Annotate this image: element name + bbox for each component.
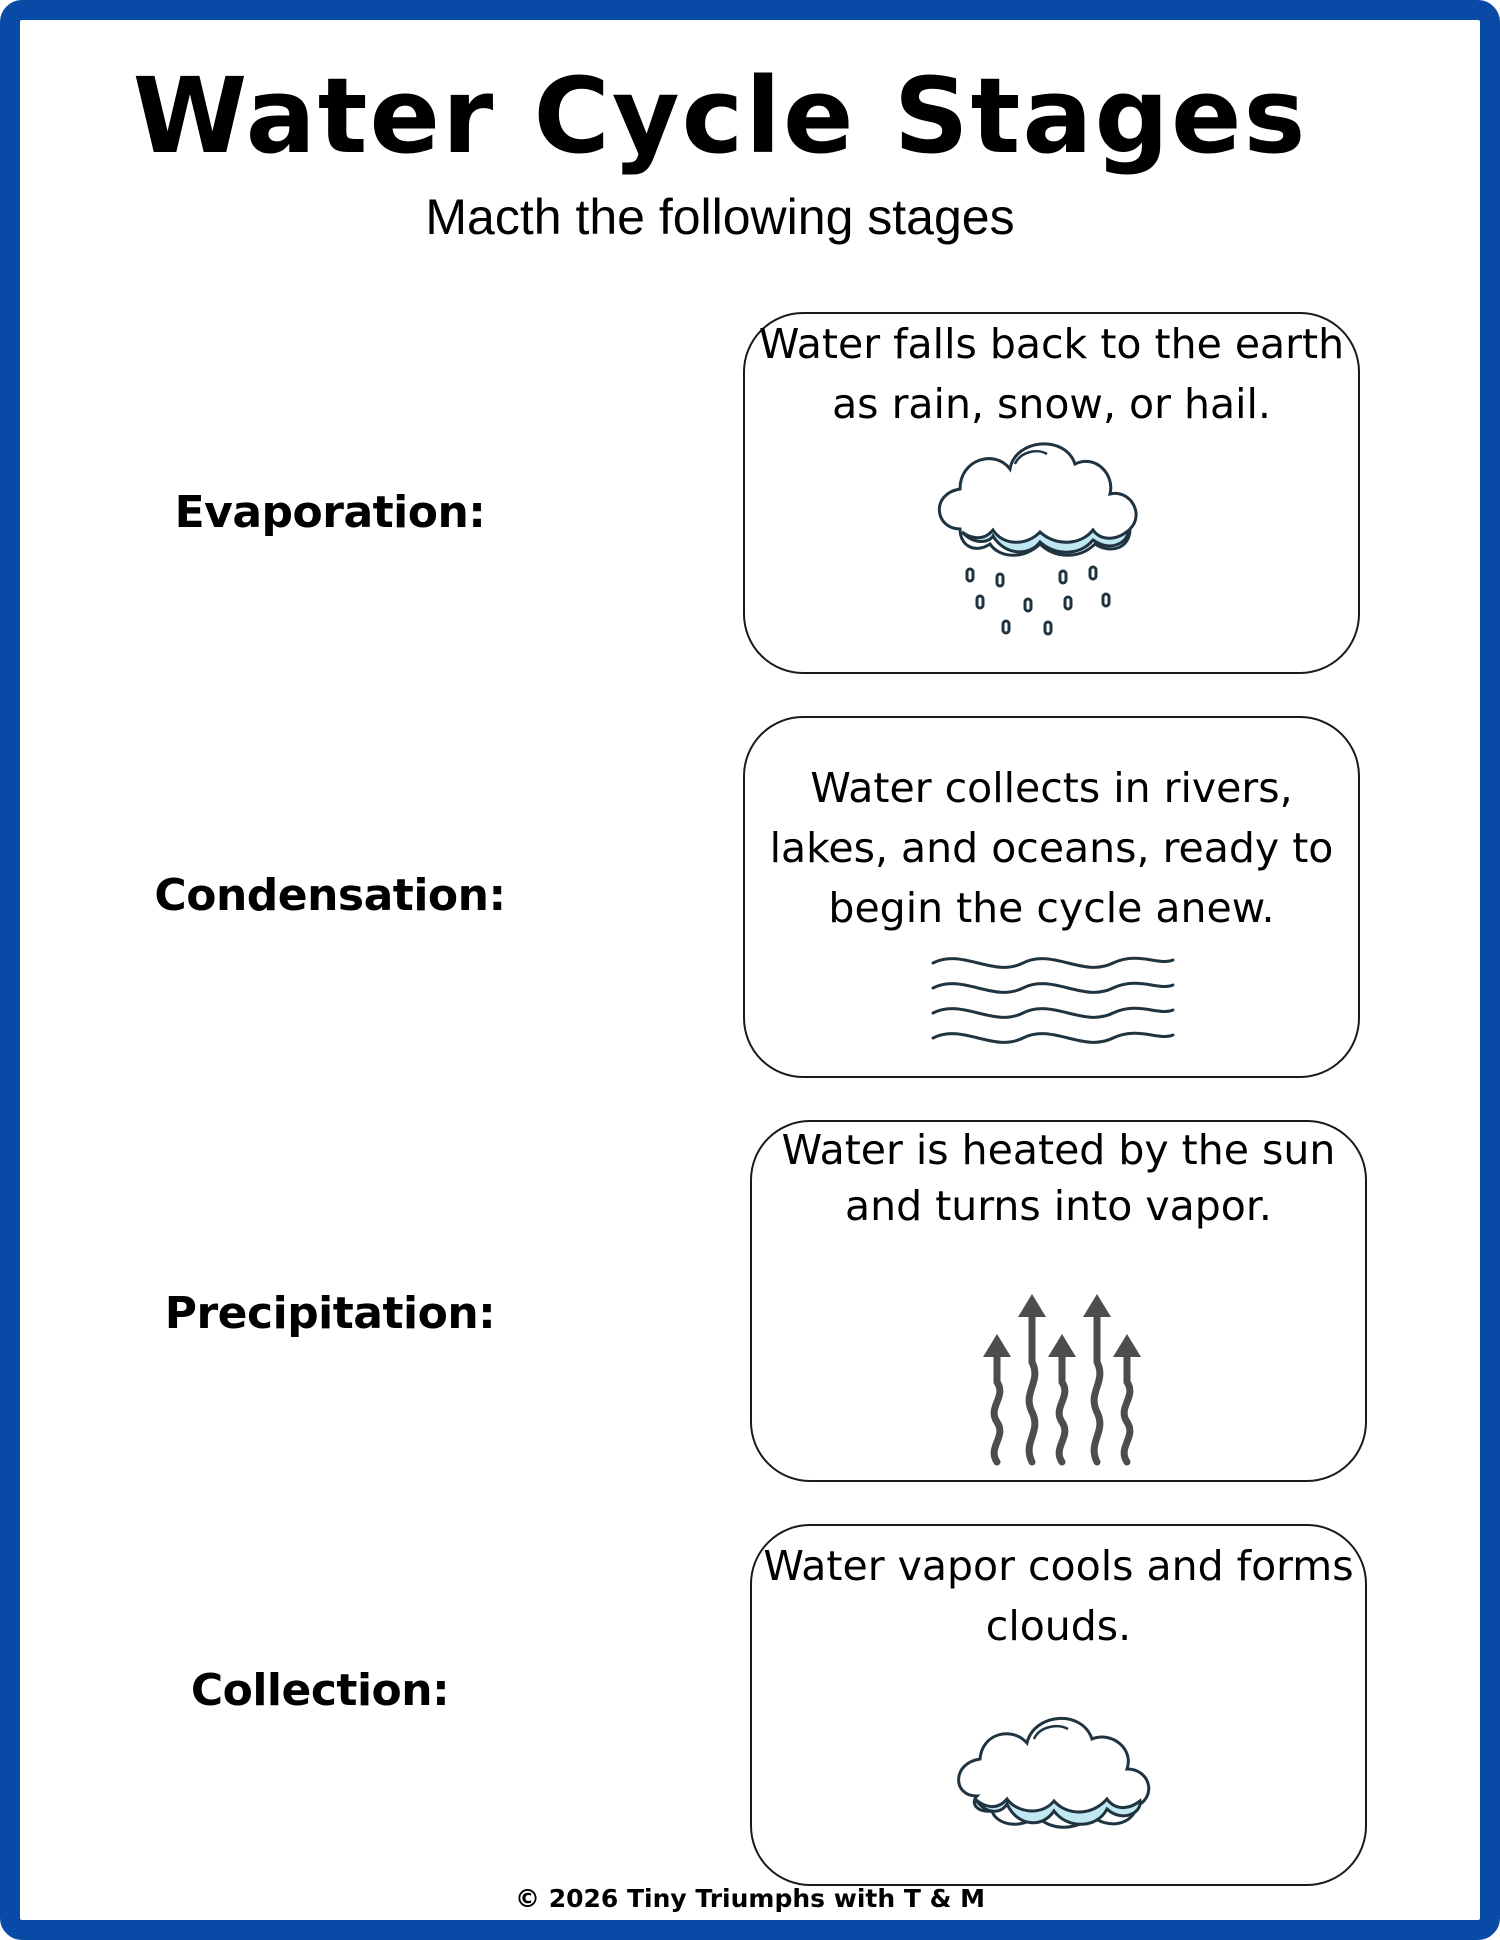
rising-vapor-arrows-icon (983, 1294, 1141, 1466)
copyright-footer: © 2026 Tiny Triumphs with T & M (515, 1884, 985, 1913)
stage-label-precipitation: Precipitation: (164, 1288, 496, 1339)
waves-icon (931, 956, 1175, 1044)
stage-label-evaporation: Evaporation: (174, 487, 486, 538)
description-card-collection: Water collects in rivers, lakes, and oce… (743, 716, 1360, 1078)
description-card-condensation: Water vapor cools and forms clouds. (750, 1524, 1367, 1886)
cloud-icon (957, 1716, 1151, 1829)
stage-label-condensation: Condensation: (154, 870, 506, 921)
card-text: Water collects in rivers, lakes, and oce… (769, 764, 1334, 932)
page-title: Water Cycle Stages (132, 55, 1308, 177)
description-card-evaporation: Water is heated by the sun and turns int… (750, 1120, 1367, 1482)
card-text: Water vapor cools and forms clouds. (763, 1542, 1354, 1650)
rain-cloud-icon (937, 442, 1138, 636)
page-subtitle: Macth the following stages (425, 189, 1015, 245)
card-text: Water falls back to the earth as rain, s… (758, 320, 1345, 428)
card-text: Water is heated by the sun and turns int… (781, 1126, 1336, 1230)
description-card-precipitation: Water falls back to the earth as rain, s… (743, 312, 1360, 674)
stage-label-collection: Collection: (190, 1665, 450, 1716)
